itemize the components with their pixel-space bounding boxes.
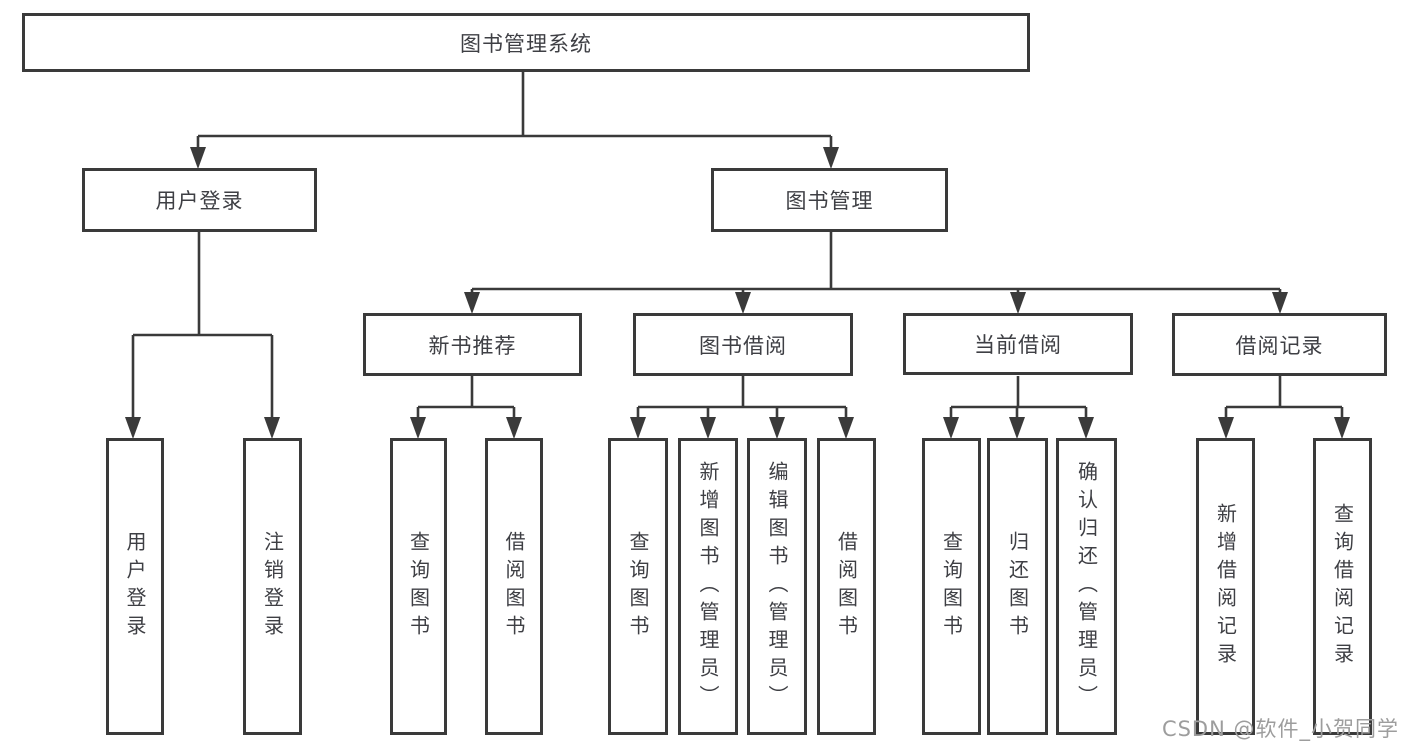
node-label: 新增借阅记录 bbox=[1213, 502, 1238, 671]
node-label: 借阅记录 bbox=[1235, 333, 1324, 358]
node-user-login: 用户登录 bbox=[82, 168, 317, 232]
node-label: 图书管理 bbox=[785, 189, 874, 213]
node-new-book-recommend: 新书推荐 bbox=[363, 313, 582, 376]
leaf-logout-login: 注销登录 bbox=[243, 438, 302, 735]
node-current-borrow: 当前借阅 bbox=[903, 313, 1133, 375]
leaf-query-borrow-record: 查询借阅记录 bbox=[1313, 438, 1372, 735]
node-label: 用户登录 bbox=[123, 530, 147, 643]
leaf-borrow-query-books: 查询图书 bbox=[608, 438, 668, 735]
leaf-current-return-books: 归还图书 bbox=[987, 438, 1048, 735]
node-label: 注销登录 bbox=[260, 530, 285, 643]
leaf-user-login: 用户登录 bbox=[106, 438, 164, 735]
node-label: 用户登录 bbox=[155, 189, 244, 213]
node-label: 借阅图书 bbox=[502, 530, 526, 643]
node-label: 查询图书 bbox=[939, 530, 964, 643]
node-label: 图书管理系统 bbox=[460, 31, 592, 56]
leaf-borrow-add-books-admin: 新增图书（管理员） bbox=[678, 438, 738, 735]
leaf-current-confirm-return-admin: 确认归还（管理员） bbox=[1056, 438, 1117, 735]
node-label: 借阅图书 bbox=[834, 530, 859, 643]
node-label: 图书借阅 bbox=[699, 333, 787, 358]
watermark: CSDN @软件_小贺同学 bbox=[1161, 717, 1399, 741]
node-label: 新增图书（管理员） bbox=[696, 460, 720, 713]
node-label: 归还图书 bbox=[1005, 530, 1030, 643]
node-library-management-system: 图书管理系统 bbox=[22, 13, 1030, 72]
leaf-recommend-query-books: 查询图书 bbox=[390, 438, 447, 735]
leaf-borrow-borrow-books: 借阅图书 bbox=[817, 438, 876, 735]
leaf-recommend-borrow-books: 借阅图书 bbox=[485, 438, 543, 735]
node-label: 编辑图书（管理员） bbox=[765, 460, 789, 713]
node-borrow-records: 借阅记录 bbox=[1172, 313, 1387, 376]
node-label: 查询图书 bbox=[626, 530, 650, 643]
node-label: 新书推荐 bbox=[428, 333, 517, 358]
node-label: 当前借阅 bbox=[974, 333, 1062, 357]
node-label: 查询图书 bbox=[406, 530, 431, 643]
node-label: 查询借阅记录 bbox=[1330, 502, 1355, 671]
node-label: 确认归还（管理员） bbox=[1074, 460, 1099, 713]
leaf-current-query-books: 查询图书 bbox=[922, 438, 981, 735]
node-book-borrow: 图书借阅 bbox=[633, 313, 853, 376]
node-book-management: 图书管理 bbox=[711, 168, 948, 232]
leaf-borrow-edit-books-admin: 编辑图书（管理员） bbox=[747, 438, 807, 735]
leaf-add-borrow-record: 新增借阅记录 bbox=[1196, 438, 1255, 735]
